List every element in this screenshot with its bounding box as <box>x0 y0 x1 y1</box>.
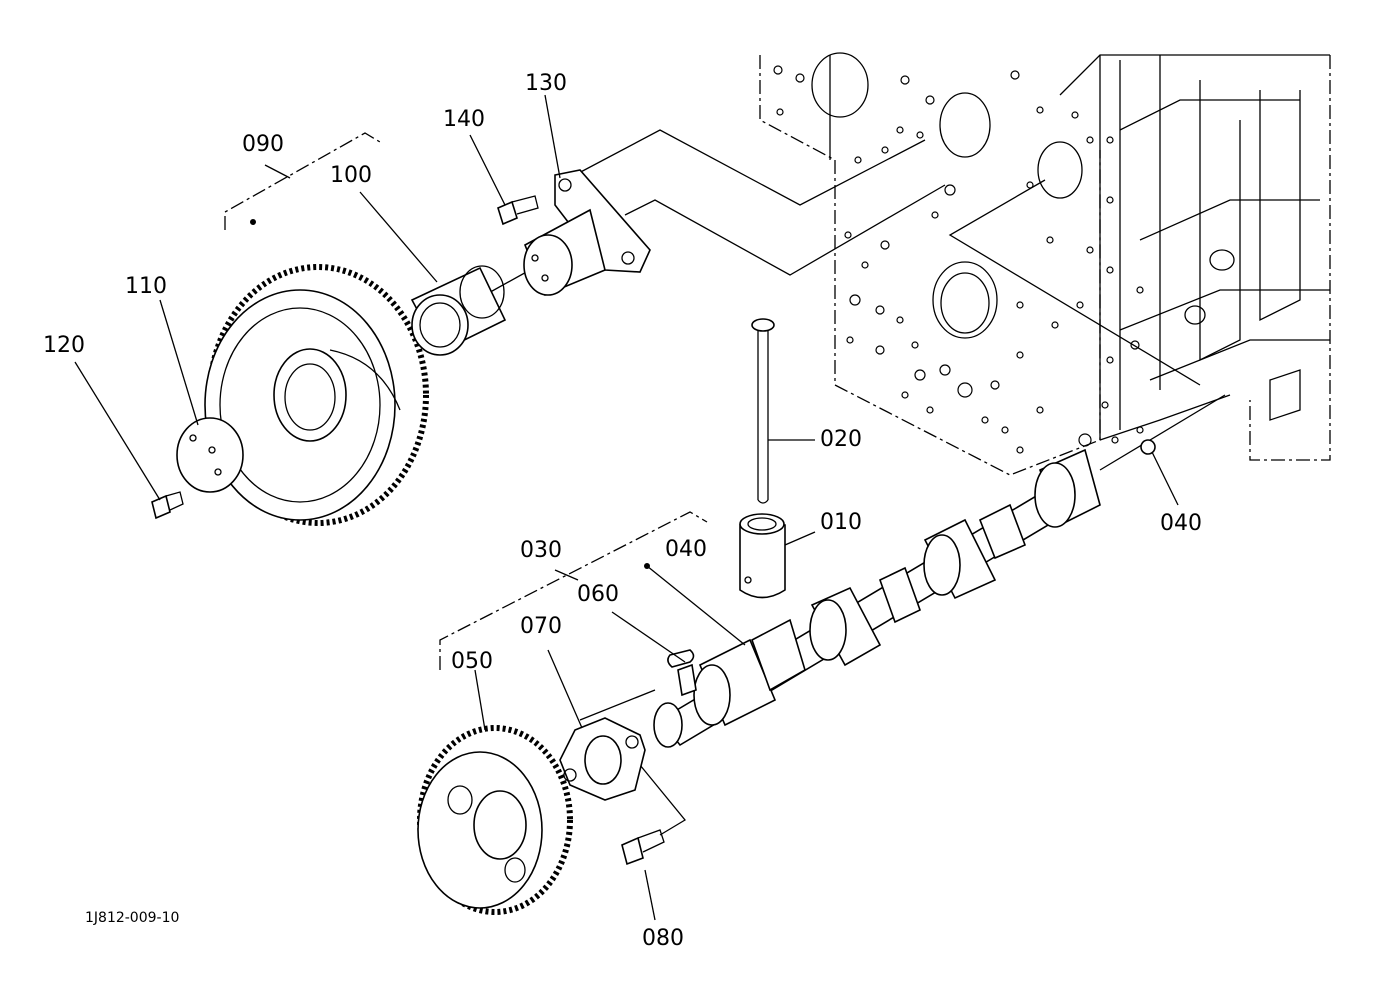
plate-holes <box>773 65 1144 454</box>
bracket-090 <box>224 132 381 230</box>
engine-block <box>759 52 1331 476</box>
leader-lines <box>74 94 1179 921</box>
bracket-030 <box>439 511 708 670</box>
label-010: 010 <box>820 510 862 535</box>
push-rod <box>751 318 775 504</box>
label-030: 030 <box>520 538 562 563</box>
label-050: 050 <box>451 649 493 674</box>
label-070: 070 <box>520 614 562 639</box>
screw-120 <box>151 491 184 520</box>
label-090: 090 <box>242 132 284 157</box>
label-110: 110 <box>125 274 167 299</box>
label-040-group: 040 <box>665 537 707 562</box>
camshaft <box>653 448 1101 748</box>
label-080: 080 <box>642 926 684 951</box>
label-130: 130 <box>525 71 567 96</box>
screw-140 <box>497 195 539 226</box>
idle-gear <box>204 264 429 526</box>
idle-gear-bushing <box>410 265 507 356</box>
screw-080 <box>621 829 665 866</box>
figure-code: 1J812-009-10 <box>85 910 179 926</box>
cam-gear <box>417 725 573 915</box>
label-020: 020 <box>820 427 862 452</box>
label-060: 060 <box>577 582 619 607</box>
camshaft-thrust-plate <box>559 717 646 801</box>
tappet <box>739 513 786 599</box>
label-040-right: 040 <box>1160 511 1202 536</box>
label-140: 140 <box>443 107 485 132</box>
label-120: 120 <box>43 333 85 358</box>
idle-gear-shaft <box>523 169 651 297</box>
label-100: 100 <box>330 163 372 188</box>
thrust-collar <box>176 417 244 493</box>
